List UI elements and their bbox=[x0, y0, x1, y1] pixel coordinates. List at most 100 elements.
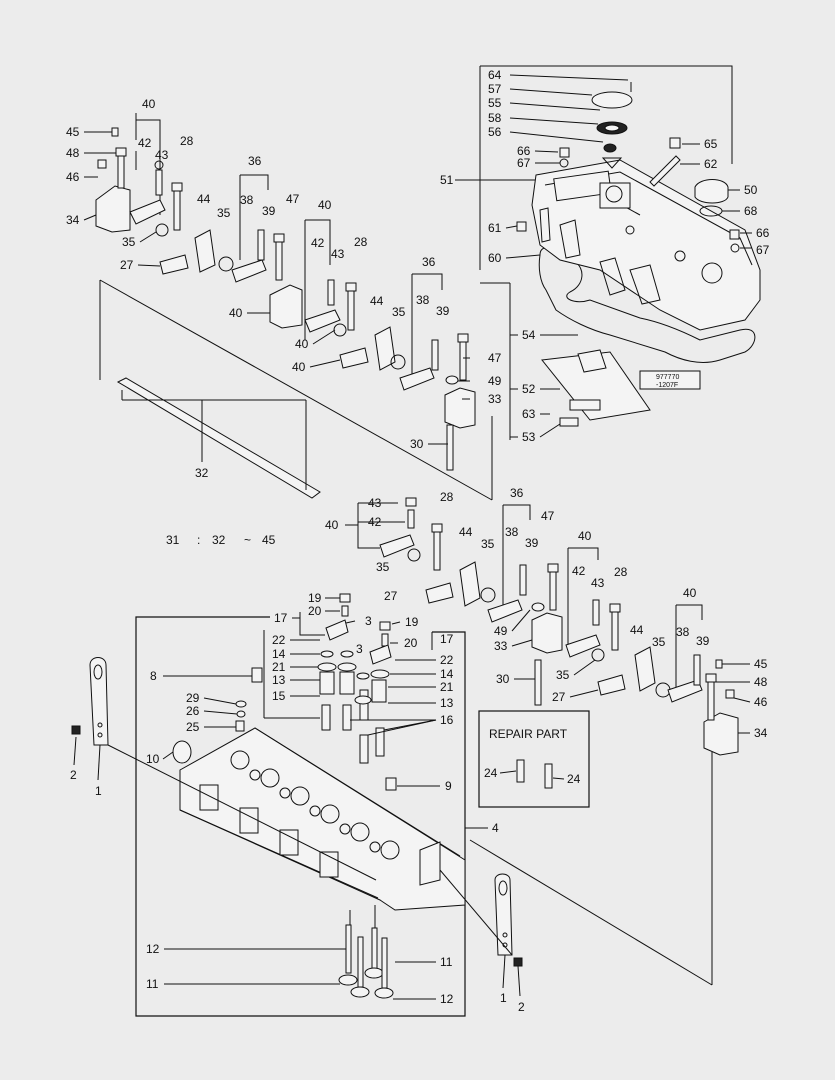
part-callout-45[interactable]: 45 bbox=[66, 125, 80, 139]
part-callout-29[interactable]: 29 bbox=[186, 691, 200, 705]
part-callout-57[interactable]: 57 bbox=[488, 82, 502, 96]
part-callout-43[interactable]: 43 bbox=[591, 576, 605, 590]
part-callout-40[interactable]: 40 bbox=[683, 586, 697, 600]
part-callout-44[interactable]: 44 bbox=[197, 192, 211, 206]
part-callout-28[interactable]: 28 bbox=[614, 565, 628, 579]
part-callout-49[interactable]: 49 bbox=[494, 624, 508, 638]
part-callout-53[interactable]: 53 bbox=[522, 430, 536, 444]
part-callout-14[interactable]: 14 bbox=[440, 667, 454, 681]
part-callout-26[interactable]: 26 bbox=[186, 704, 200, 718]
part-callout-27[interactable]: 27 bbox=[384, 589, 398, 603]
part-callout-51[interactable]: 51 bbox=[440, 173, 454, 187]
part-callout-67[interactable]: 67 bbox=[756, 243, 770, 257]
part-callout-35[interactable]: 35 bbox=[122, 235, 136, 249]
part-callout-50[interactable]: 50 bbox=[744, 183, 758, 197]
part-callout-25[interactable]: 25 bbox=[186, 720, 200, 734]
part-callout-40[interactable]: 40 bbox=[318, 198, 332, 212]
part-callout-48[interactable]: 48 bbox=[754, 675, 768, 689]
part-callout-17[interactable]: 17 bbox=[440, 632, 454, 646]
part-callout-66[interactable]: 66 bbox=[756, 226, 770, 240]
part-callout-43[interactable]: 43 bbox=[368, 496, 382, 510]
part-callout-35[interactable]: 35 bbox=[652, 635, 666, 649]
part-callout-8[interactable]: 8 bbox=[150, 669, 157, 683]
part-callout-12[interactable]: 12 bbox=[440, 992, 454, 1006]
part-callout-39[interactable]: 39 bbox=[262, 204, 276, 218]
part-callout-44[interactable]: 44 bbox=[630, 623, 644, 637]
part-callout-67[interactable]: 67 bbox=[517, 156, 531, 170]
part-callout-40[interactable]: 40 bbox=[325, 518, 339, 532]
part-callout-2[interactable]: 2 bbox=[70, 768, 77, 782]
part-callout-11[interactable]: 11 bbox=[440, 955, 453, 969]
part-callout-11[interactable]: 11 bbox=[146, 977, 159, 991]
part-callout-34[interactable]: 34 bbox=[754, 726, 768, 740]
part-callout-46[interactable]: 46 bbox=[66, 170, 80, 184]
part-callout-32[interactable]: 32 bbox=[195, 466, 209, 480]
part-callout-27[interactable]: 27 bbox=[120, 258, 134, 272]
part-callout-21[interactable]: 21 bbox=[272, 660, 286, 674]
part-callout-4[interactable]: 4 bbox=[492, 821, 499, 835]
part-callout-65[interactable]: 65 bbox=[704, 137, 718, 151]
part-callout-48[interactable]: 48 bbox=[66, 146, 80, 160]
part-callout-1[interactable]: 1 bbox=[95, 784, 102, 798]
part-callout-30[interactable]: 30 bbox=[410, 437, 424, 451]
part-callout-35[interactable]: 35 bbox=[392, 305, 406, 319]
part-callout-36[interactable]: 36 bbox=[248, 154, 262, 168]
part-callout-34[interactable]: 34 bbox=[66, 213, 80, 227]
part-callout-40[interactable]: 40 bbox=[295, 337, 309, 351]
part-callout-28[interactable]: 28 bbox=[354, 235, 368, 249]
part-callout-42[interactable]: 42 bbox=[572, 564, 586, 578]
part-callout-44[interactable]: 44 bbox=[370, 294, 384, 308]
part-callout-2[interactable]: 2 bbox=[518, 1000, 525, 1014]
part-callout-22[interactable]: 22 bbox=[272, 633, 286, 647]
part-callout-21[interactable]: 21 bbox=[440, 680, 454, 694]
part-callout-52[interactable]: 52 bbox=[522, 382, 536, 396]
part-callout-12[interactable]: 12 bbox=[146, 942, 160, 956]
part-callout-35[interactable]: 35 bbox=[481, 537, 495, 551]
part-callout-28[interactable]: 28 bbox=[180, 134, 194, 148]
part-callout-27[interactable]: 27 bbox=[552, 690, 566, 704]
part-callout-40[interactable]: 40 bbox=[229, 306, 243, 320]
part-callout-3[interactable]: 3 bbox=[356, 642, 363, 656]
part-callout-3[interactable]: 3 bbox=[365, 614, 372, 628]
part-callout-40[interactable]: 40 bbox=[142, 97, 156, 111]
part-callout-47[interactable]: 47 bbox=[541, 509, 555, 523]
part-callout-14[interactable]: 14 bbox=[272, 647, 286, 661]
part-callout-38[interactable]: 38 bbox=[416, 293, 430, 307]
part-callout-42[interactable]: 42 bbox=[311, 236, 325, 250]
part-callout-45[interactable]: 45 bbox=[754, 657, 768, 671]
part-callout-47[interactable]: 47 bbox=[488, 351, 502, 365]
part-callout-36[interactable]: 36 bbox=[422, 255, 436, 269]
part-callout-38[interactable]: 38 bbox=[505, 525, 519, 539]
part-callout-13[interactable]: 13 bbox=[440, 696, 454, 710]
part-callout-39[interactable]: 39 bbox=[696, 634, 710, 648]
part-callout-40[interactable]: 40 bbox=[292, 360, 306, 374]
part-callout-43[interactable]: 43 bbox=[331, 247, 345, 261]
part-callout-38[interactable]: 38 bbox=[676, 625, 690, 639]
part-callout-22[interactable]: 22 bbox=[440, 653, 454, 667]
part-callout-33[interactable]: 33 bbox=[488, 392, 502, 406]
part-callout-56[interactable]: 56 bbox=[488, 125, 502, 139]
part-callout-13[interactable]: 13 bbox=[272, 673, 286, 687]
part-callout-42[interactable]: 42 bbox=[138, 136, 152, 150]
part-callout-35[interactable]: 35 bbox=[217, 206, 231, 220]
part-callout-39[interactable]: 39 bbox=[525, 536, 539, 550]
part-callout-9[interactable]: 9 bbox=[445, 779, 452, 793]
part-callout-44[interactable]: 44 bbox=[459, 525, 473, 539]
part-callout-60[interactable]: 60 bbox=[488, 251, 502, 265]
part-callout-54[interactable]: 54 bbox=[522, 328, 536, 342]
part-callout-62[interactable]: 62 bbox=[704, 157, 718, 171]
part-callout-35[interactable]: 35 bbox=[376, 560, 390, 574]
part-callout-49[interactable]: 49 bbox=[488, 374, 502, 388]
part-callout-19[interactable]: 19 bbox=[405, 615, 419, 629]
part-callout-66[interactable]: 66 bbox=[517, 144, 531, 158]
part-callout-63[interactable]: 63 bbox=[522, 407, 536, 421]
part-callout-43[interactable]: 43 bbox=[155, 148, 169, 162]
part-callout-30[interactable]: 30 bbox=[496, 672, 510, 686]
part-callout-19[interactable]: 19 bbox=[308, 591, 322, 605]
part-callout-1[interactable]: 1 bbox=[500, 991, 507, 1005]
part-callout-38[interactable]: 38 bbox=[240, 193, 254, 207]
part-callout-16[interactable]: 16 bbox=[440, 713, 454, 727]
part-callout-42[interactable]: 42 bbox=[368, 515, 382, 529]
part-callout-55[interactable]: 55 bbox=[488, 96, 502, 110]
part-callout-68[interactable]: 68 bbox=[744, 204, 758, 218]
